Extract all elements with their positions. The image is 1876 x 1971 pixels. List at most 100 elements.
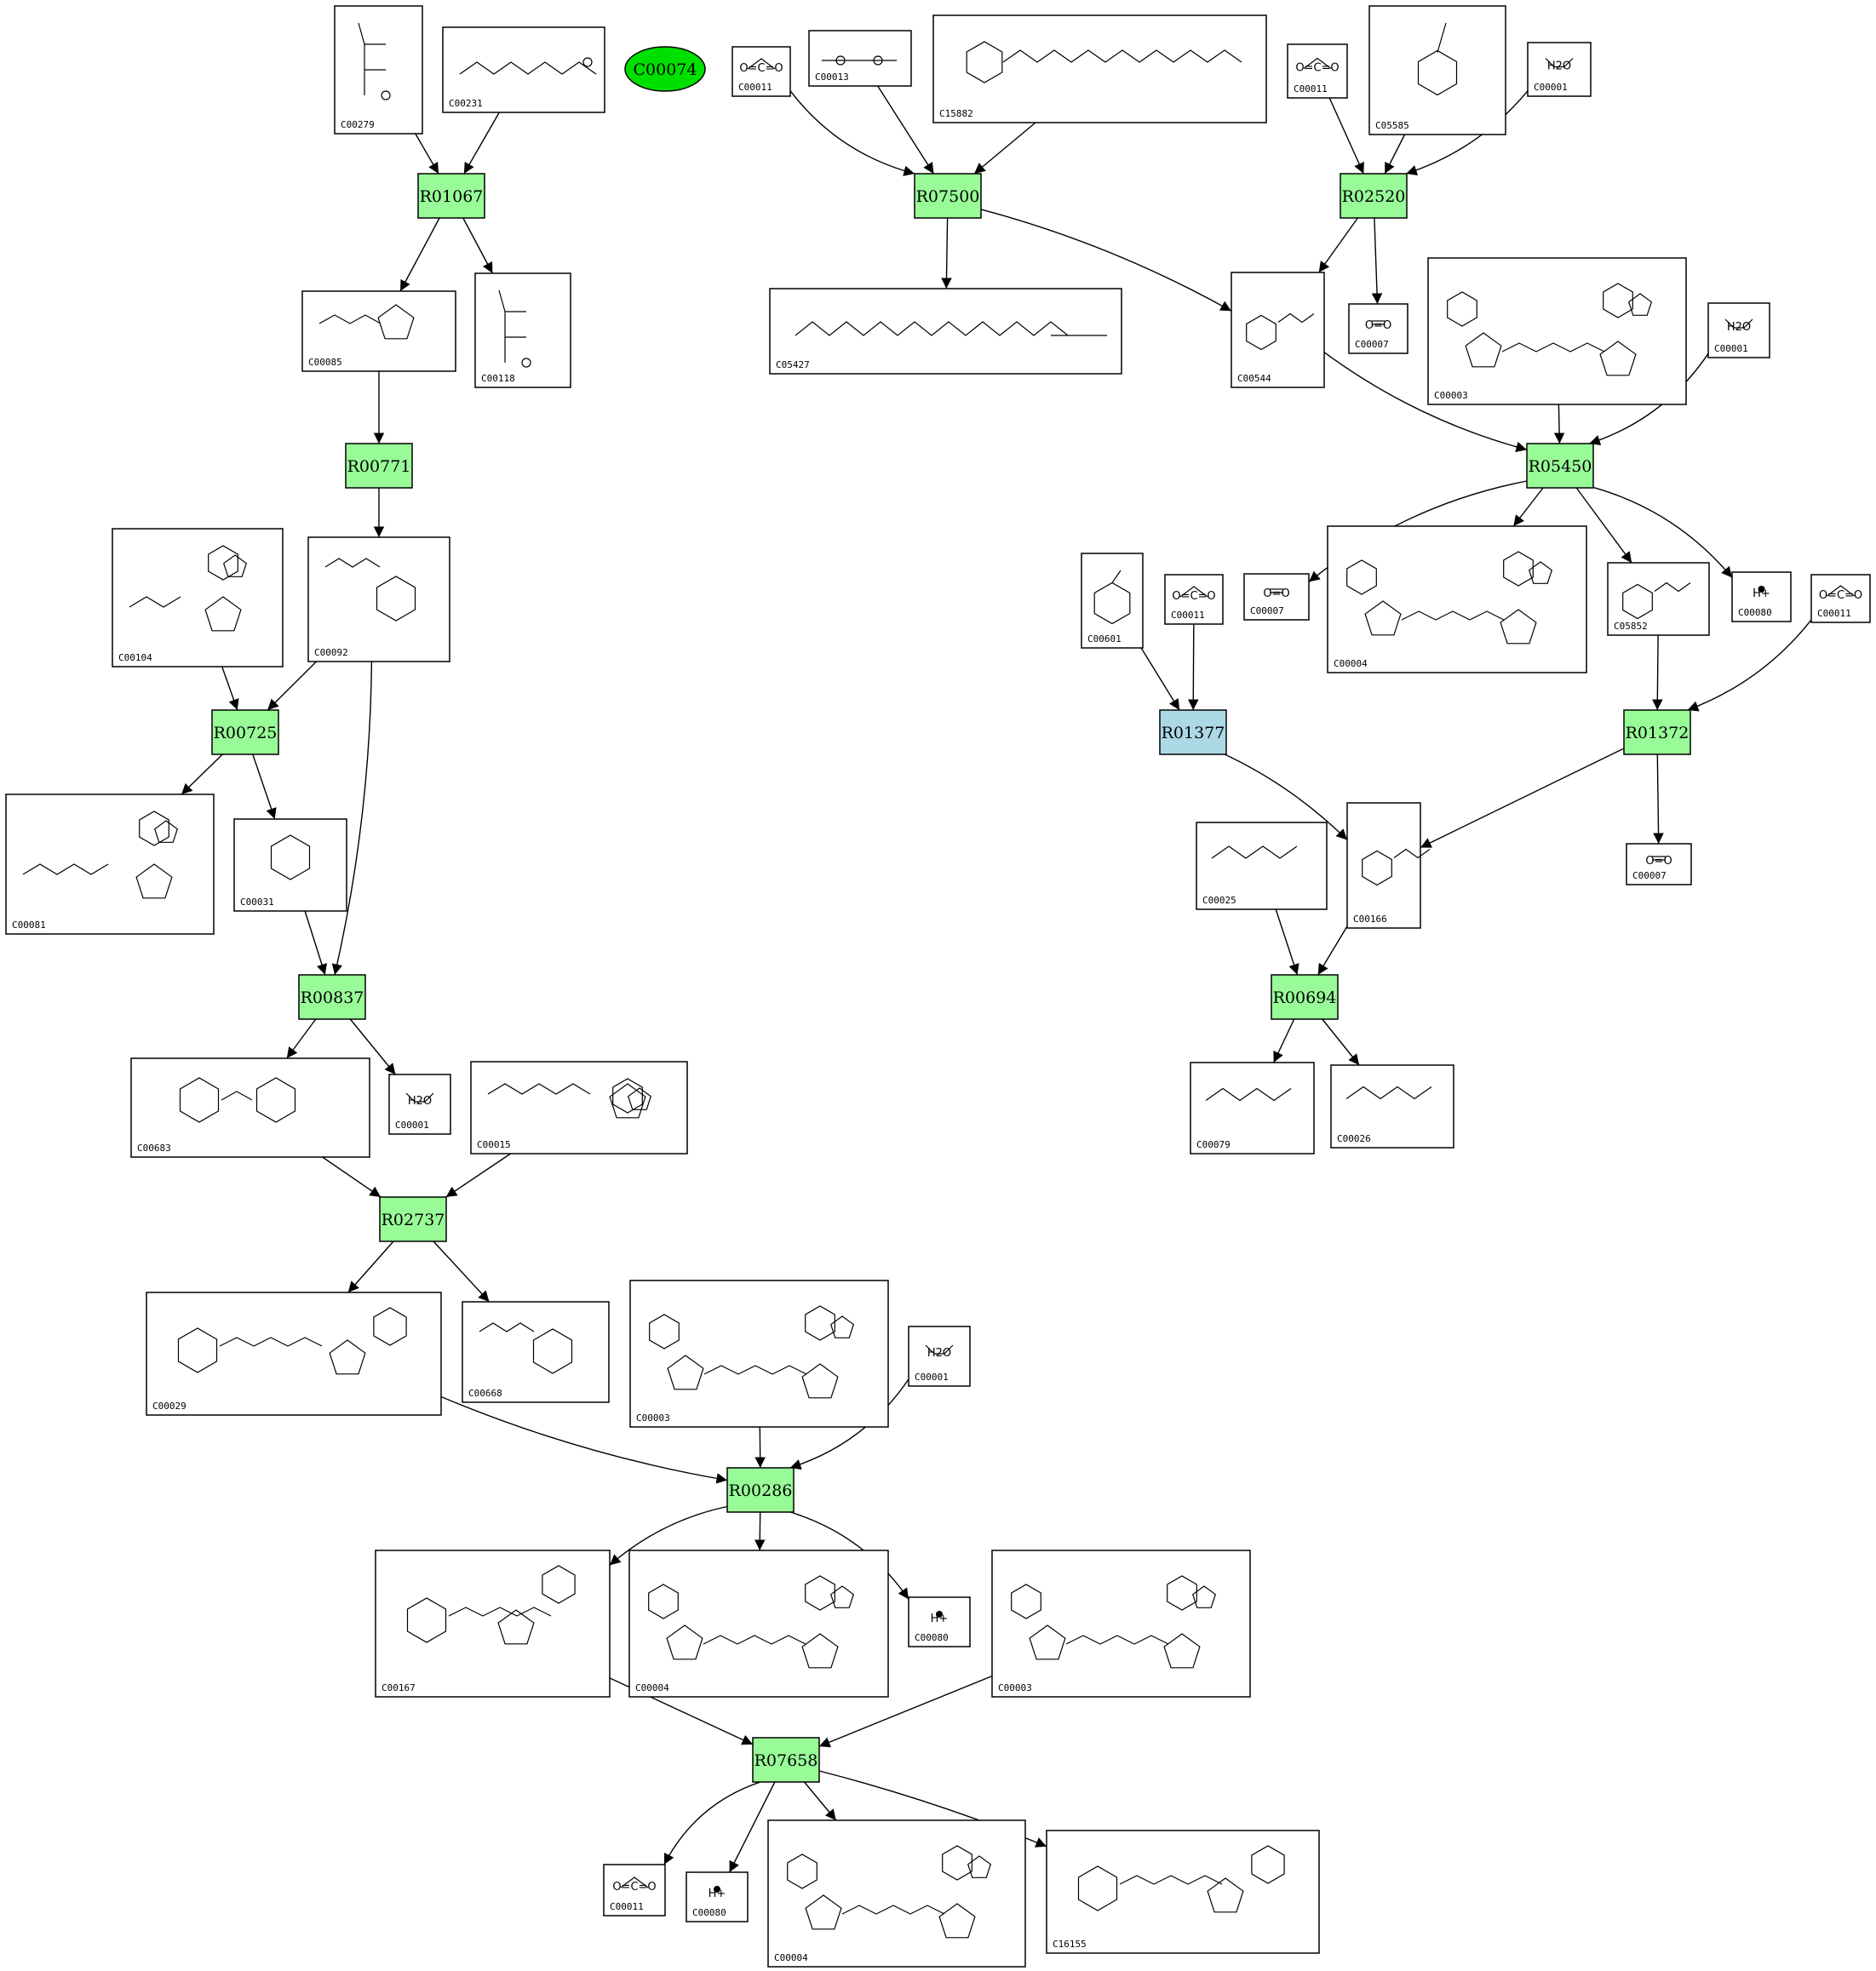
reaction-node[interactable]: R00837 bbox=[298, 974, 366, 1020]
compound-box bbox=[375, 1550, 611, 1698]
compound-node[interactable]: C00167 bbox=[375, 1550, 611, 1698]
reaction-node[interactable]: R00286 bbox=[726, 1467, 795, 1513]
compound-box bbox=[686, 1871, 749, 1922]
compound-node[interactable]: C00025 bbox=[1196, 822, 1328, 910]
compound-box bbox=[629, 1280, 889, 1428]
compound-node[interactable]: C00031 bbox=[233, 818, 347, 912]
compound-box bbox=[301, 290, 456, 372]
compound-node[interactable]: H+C00080 bbox=[1731, 571, 1792, 622]
reaction-node[interactable]: R07658 bbox=[752, 1737, 820, 1783]
reaction-node[interactable]: R01377 bbox=[1159, 709, 1227, 755]
compound-node[interactable]: C00004 bbox=[628, 1550, 889, 1698]
reaction-node[interactable]: R00771 bbox=[345, 443, 413, 489]
start-compound-node[interactable]: C00074 bbox=[624, 46, 706, 92]
reaction-node[interactable]: R01372 bbox=[1623, 709, 1691, 755]
reaction-box bbox=[298, 974, 366, 1020]
reaction-node[interactable]: R00694 bbox=[1271, 974, 1339, 1020]
reaction-arrow bbox=[1322, 1018, 1360, 1066]
structure-icon bbox=[1758, 586, 1765, 593]
compound-box bbox=[1196, 822, 1328, 910]
compound-node[interactable]: C00104 bbox=[112, 528, 284, 668]
reaction-arrow bbox=[789, 90, 915, 176]
reaction-label: R02737 bbox=[382, 1211, 445, 1229]
structure-icon bbox=[177, 1307, 407, 1375]
compound-node[interactable]: C00003 bbox=[991, 1550, 1251, 1698]
compound-node[interactable]: C00029 bbox=[146, 1292, 442, 1416]
compound-node[interactable]: C00004 bbox=[1327, 525, 1587, 673]
compound-node[interactable]: C00683 bbox=[130, 1057, 370, 1158]
compound-code: C00279 bbox=[341, 119, 375, 130]
reaction-box bbox=[1271, 974, 1339, 1020]
compound-box bbox=[1327, 525, 1587, 673]
reaction-arrow bbox=[415, 133, 439, 175]
compound-code: C00011 bbox=[738, 82, 772, 93]
reaction-arrow bbox=[1317, 925, 1348, 976]
compound-formula: H2O bbox=[1727, 321, 1751, 334]
compound-node[interactable]: C00544 bbox=[1231, 272, 1325, 388]
compound-node[interactable]: C00013 bbox=[808, 30, 912, 87]
compound-node[interactable]: C00079 bbox=[1190, 1062, 1315, 1155]
compound-node[interactable]: C00092 bbox=[307, 536, 450, 662]
compound-node[interactable]: C16155 bbox=[1046, 1830, 1320, 1954]
reaction-arrow bbox=[322, 1156, 382, 1198]
reaction-arrow bbox=[1589, 352, 1709, 446]
compound-node[interactable]: H+C00080 bbox=[686, 1871, 749, 1922]
compound-formula: O=O bbox=[1263, 587, 1289, 600]
reaction-edges bbox=[181, 85, 1812, 1873]
reaction-node[interactable]: R02737 bbox=[379, 1196, 447, 1242]
compound-node[interactable]: C05852 bbox=[1607, 562, 1710, 636]
reaction-arrow bbox=[399, 217, 440, 292]
compound-code: C00004 bbox=[1334, 658, 1368, 669]
compound-node[interactable]: C05427 bbox=[769, 288, 1122, 375]
compound-node[interactable]: C00004 bbox=[767, 1819, 1026, 1968]
compound-node[interactable]: C00231 bbox=[442, 26, 605, 113]
compound-node[interactable]: H+C00080 bbox=[908, 1596, 971, 1647]
compound-node[interactable]: C00668 bbox=[462, 1301, 610, 1403]
reaction-node[interactable]: R05450 bbox=[1526, 443, 1594, 489]
compound-node[interactable]: C15882 bbox=[932, 14, 1267, 123]
compound-box bbox=[1231, 272, 1325, 388]
compound-node[interactable]: C00118 bbox=[474, 272, 571, 388]
compound-node[interactable]: C00085 bbox=[301, 290, 456, 372]
compound-box bbox=[442, 26, 605, 113]
compound-node[interactable]: C00003 bbox=[1427, 257, 1687, 405]
compound-node[interactable]: C00166 bbox=[1346, 802, 1431, 929]
reaction-arrow bbox=[440, 1395, 728, 1484]
compound-code: C00080 bbox=[1738, 607, 1772, 618]
reaction-node[interactable]: R01067 bbox=[417, 173, 485, 219]
reaction-node[interactable]: R02520 bbox=[1340, 173, 1408, 219]
reaction-arrow bbox=[1140, 647, 1180, 711]
structure-icon bbox=[22, 811, 179, 899]
reaction-node[interactable]: R00725 bbox=[211, 709, 279, 755]
reaction-label: R07658 bbox=[754, 1751, 818, 1770]
compound-node[interactable]: C00015 bbox=[470, 1061, 688, 1155]
compound-box bbox=[1046, 1830, 1320, 1954]
compound-node[interactable]: C00081 bbox=[5, 794, 215, 935]
reaction-arrow bbox=[462, 217, 494, 274]
compound-code: C00003 bbox=[998, 1682, 1032, 1693]
structure-icon bbox=[925, 1344, 954, 1355]
structure-icon bbox=[1246, 312, 1315, 351]
structure-icon bbox=[649, 1305, 855, 1399]
reaction-arrow bbox=[1323, 352, 1528, 453]
compound-node[interactable]: C05585 bbox=[1368, 5, 1506, 135]
compound-node[interactable]: C00026 bbox=[1330, 1064, 1454, 1149]
compound-code: C00004 bbox=[635, 1682, 669, 1693]
reaction-arrow bbox=[973, 122, 1036, 175]
compound-node[interactable]: C00279 bbox=[334, 5, 423, 135]
compound-node[interactable]: C00601 bbox=[1081, 553, 1144, 649]
compound-node[interactable]: C00003 bbox=[629, 1280, 889, 1428]
reaction-node[interactable]: R07500 bbox=[914, 173, 982, 219]
